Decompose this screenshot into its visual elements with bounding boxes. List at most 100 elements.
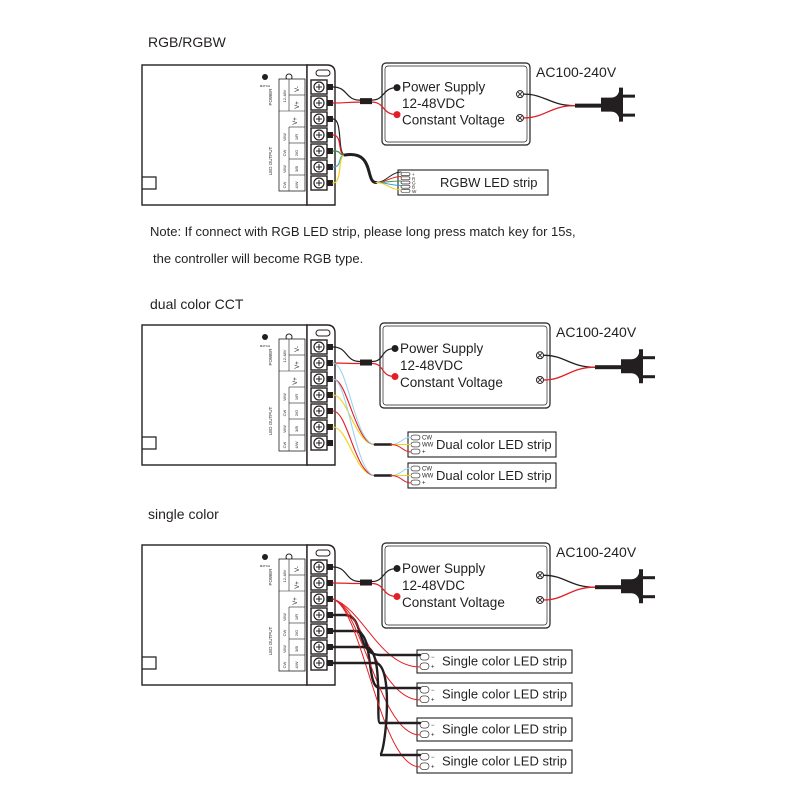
- led-strip-label: Single color LED strip: [442, 754, 567, 769]
- match-label: MATCH: [260, 344, 270, 348]
- strip-pin-label: G: [412, 181, 416, 186]
- strip-pin-label: +: [431, 664, 435, 670]
- section-rgbw: RGB/RGBWMATCHRUN12-48VV-V+V+WW1/RCW2/GWW…: [141, 34, 635, 206]
- terminal-clamp: [327, 116, 333, 122]
- mount-slot: [315, 329, 331, 337]
- power-cord: [575, 103, 603, 108]
- wire: [332, 598, 421, 736]
- led-strip-box: [397, 169, 549, 196]
- channel-color-label: CW: [282, 149, 287, 156]
- power-supply-voltage: 12-48VDC: [402, 578, 465, 593]
- channel-number-label: 2/G: [294, 410, 299, 416]
- strip-pin-label: −: [431, 655, 435, 661]
- terminal-cross: [537, 597, 543, 603]
- terminal-clamp: [327, 612, 333, 618]
- label-table-frame: [278, 558, 306, 672]
- match-button: [262, 554, 268, 560]
- ac-voltage-label: AC100-240V: [536, 64, 617, 80]
- wire: [332, 598, 421, 668]
- wire: [331, 661, 422, 757]
- terminal-clamp: [327, 180, 333, 186]
- strip-pin: [419, 695, 430, 703]
- terminal-clamp: [327, 644, 333, 650]
- strip-pin-label: −: [431, 688, 435, 694]
- match-button: [262, 74, 268, 80]
- screw-slot: [316, 644, 322, 650]
- strip-pin-label: CW: [422, 436, 432, 442]
- strip-pin: [410, 472, 421, 479]
- power-supply-type: Constant Voltage: [402, 113, 505, 128]
- plug-prong: [623, 94, 635, 98]
- screw-slot: [316, 408, 322, 414]
- strip-pin: [400, 180, 411, 185]
- controller: MATCHRUN12-48VV-V+V+WW1/RCW2/GWW3/BCW4/W…: [141, 544, 336, 686]
- power-label: POWER: [268, 88, 273, 106]
- strip-pin-label: +: [431, 732, 435, 738]
- voltage-label: 12-48V: [282, 89, 287, 102]
- power-supply-title: Power Supply: [402, 80, 486, 95]
- plug-icon: [621, 349, 655, 384]
- power-supply-type: Constant Voltage: [400, 375, 503, 390]
- screw-slot: [316, 392, 322, 398]
- power-label: POWER: [268, 568, 273, 586]
- channel-number-label: 1/R: [294, 134, 299, 140]
- terminal-clamp: [327, 360, 333, 366]
- strip-pin: [410, 448, 421, 455]
- wire: [332, 598, 421, 768]
- voltage-label: 12-48V: [282, 349, 287, 362]
- terminal-cross: [537, 573, 543, 578]
- strip-pin: [400, 189, 411, 193]
- terminal-clamp: [327, 580, 333, 586]
- plug-prong: [623, 113, 635, 117]
- match-label: MATCH: [260, 84, 270, 88]
- screw-slot: [316, 116, 322, 122]
- wire: [343, 153, 378, 184]
- strip-pin-label: WW: [422, 443, 434, 449]
- section-title: RGB/RGBW: [148, 34, 227, 50]
- screw-slot: [316, 344, 322, 350]
- mount-notch: [142, 436, 157, 450]
- led-strip: −+Single color LED strip: [416, 749, 573, 774]
- strip-pin: [419, 730, 430, 738]
- screw-slot: [316, 84, 322, 90]
- led-strip-label: RGBW LED strip: [440, 175, 538, 190]
- strip-pin: [419, 686, 430, 694]
- plug-body: [621, 349, 643, 384]
- ac-voltage-label: AC100-240V: [556, 324, 637, 340]
- channel-number-label: 3/B: [294, 426, 299, 432]
- section-dual-color: dual color CCTMATCHRUN12-48VV-V+V+WW1/RC…: [141, 296, 655, 489]
- screw-slot: [316, 164, 322, 170]
- channel-number-label: 4/W: [294, 441, 299, 448]
- wire: [523, 93, 576, 107]
- terminal-clamp: [327, 596, 333, 602]
- wire: [543, 354, 596, 368]
- wire-connector-sleeve: [360, 359, 372, 366]
- led-strip-box: [416, 649, 573, 674]
- channel-color-label: WW: [282, 133, 287, 141]
- wire-connector-sleeve: [360, 579, 372, 586]
- channel-number-label: 2/G: [294, 630, 299, 636]
- led-strip-box: [416, 749, 573, 774]
- power-supply-outer: [381, 542, 551, 629]
- v-plus-output-label: V+: [293, 377, 299, 385]
- match-label: MATCH: [260, 564, 270, 568]
- terminal-clamp: [327, 424, 333, 430]
- wire: [543, 574, 596, 588]
- channel-color-label: WW: [282, 165, 287, 173]
- mount-slot: [315, 69, 331, 77]
- screw-slot: [316, 580, 322, 586]
- channel-number-label: 3/B: [294, 166, 299, 172]
- power-cord: [595, 365, 623, 370]
- channel-number-label: 4/W: [294, 181, 299, 188]
- terminal-clamp: [327, 628, 333, 634]
- section-title: dual color CCT: [150, 296, 244, 312]
- strip-pin-label: CW: [422, 467, 432, 473]
- power-label: POWER: [268, 348, 273, 366]
- channel-number-label: 1/R: [294, 394, 299, 400]
